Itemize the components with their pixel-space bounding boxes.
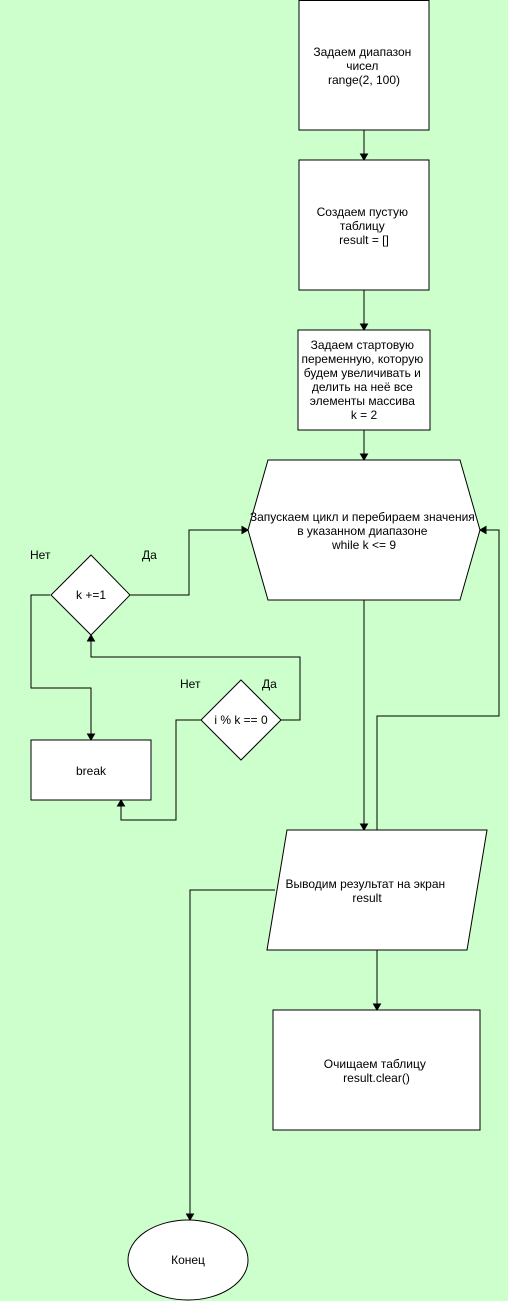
node-loop[interactable]: Запускаем цикл и перебираем значения в у…: [247, 459, 481, 601]
node-break-text: break: [76, 764, 107, 778]
edge-k-increment-yes-to-loop: [130, 529, 242, 596]
node-clear[interactable]: Очищаем таблицу result.clear(): [272, 1009, 481, 1131]
node-loop-text: Запускаем цикл и перебираем значения в у…: [250, 510, 478, 552]
node-range[interactable]: Задаем диапазон чисел range(2, 100): [298, 0, 430, 131]
process-box: [298, 0, 430, 131]
edges: [30, 130, 500, 1221]
node-result-init-text: Создаем пустую таблицу result = []: [317, 205, 412, 247]
edge-mod-check-no-to-break: [120, 719, 201, 821]
arrowhead: [359, 323, 369, 331]
node-output-text: Выводим результат на экран result: [286, 877, 449, 905]
arrowhead: [86, 733, 96, 741]
arrowhead: [116, 799, 126, 807]
edge-mod-check-yes-to-k-increment: [90, 641, 301, 721]
arrowhead: [241, 525, 249, 535]
process-box: [272, 1009, 481, 1131]
terminator-ellipse: [127, 1219, 249, 1301]
edge-output-to-end: [189, 889, 275, 1214]
node-range-text: Задаем диапазон чисел range(2, 100): [313, 45, 414, 87]
loop-hexagon: [247, 459, 481, 601]
node-k-increment-text: k +=1: [76, 588, 106, 602]
process-box: [298, 159, 430, 291]
node-k-init[interactable]: Задаем стартовую переменную, которую буд…: [297, 329, 431, 431]
node-break[interactable]: break: [30, 739, 152, 801]
arrowhead: [372, 1003, 382, 1011]
node-end[interactable]: Конец: [127, 1219, 249, 1301]
node-clear-text: Очищаем таблицу result.clear(): [324, 1057, 429, 1085]
node-mod-check[interactable]: i % k == 0: [200, 679, 282, 761]
node-result-init[interactable]: Создаем пустую таблицу result = []: [298, 159, 430, 291]
decision-diamond: [50, 554, 131, 636]
node-end-text: Конец: [171, 1253, 205, 1267]
node-k-increment[interactable]: k +=1: [50, 554, 131, 636]
process-box: [297, 329, 431, 431]
label-mod-check-yes: Да: [262, 677, 277, 691]
node-output[interactable]: Выводим результат на экран result: [266, 829, 488, 951]
arrowhead: [359, 823, 369, 831]
arrowhead: [359, 153, 369, 161]
arrowhead: [479, 525, 487, 535]
node-k-init-text: Задаем стартовую переменную, которую буд…: [301, 338, 426, 422]
edge-output-back-to-loop: [376, 529, 500, 830]
arrowhead: [185, 1213, 195, 1221]
process-box: [30, 739, 152, 801]
node-mod-check-text: i % k == 0: [214, 713, 268, 727]
label-k-increment-no: Нет: [30, 548, 51, 562]
decision-diamond: [200, 679, 282, 761]
arrowhead: [359, 453, 369, 461]
edge-k-increment-no-to-break: [30, 594, 92, 734]
io-parallelogram: [266, 829, 488, 951]
label-mod-check-no: Нет: [180, 677, 201, 691]
label-k-increment-yes: Да: [142, 548, 157, 562]
arrowhead: [86, 634, 96, 642]
